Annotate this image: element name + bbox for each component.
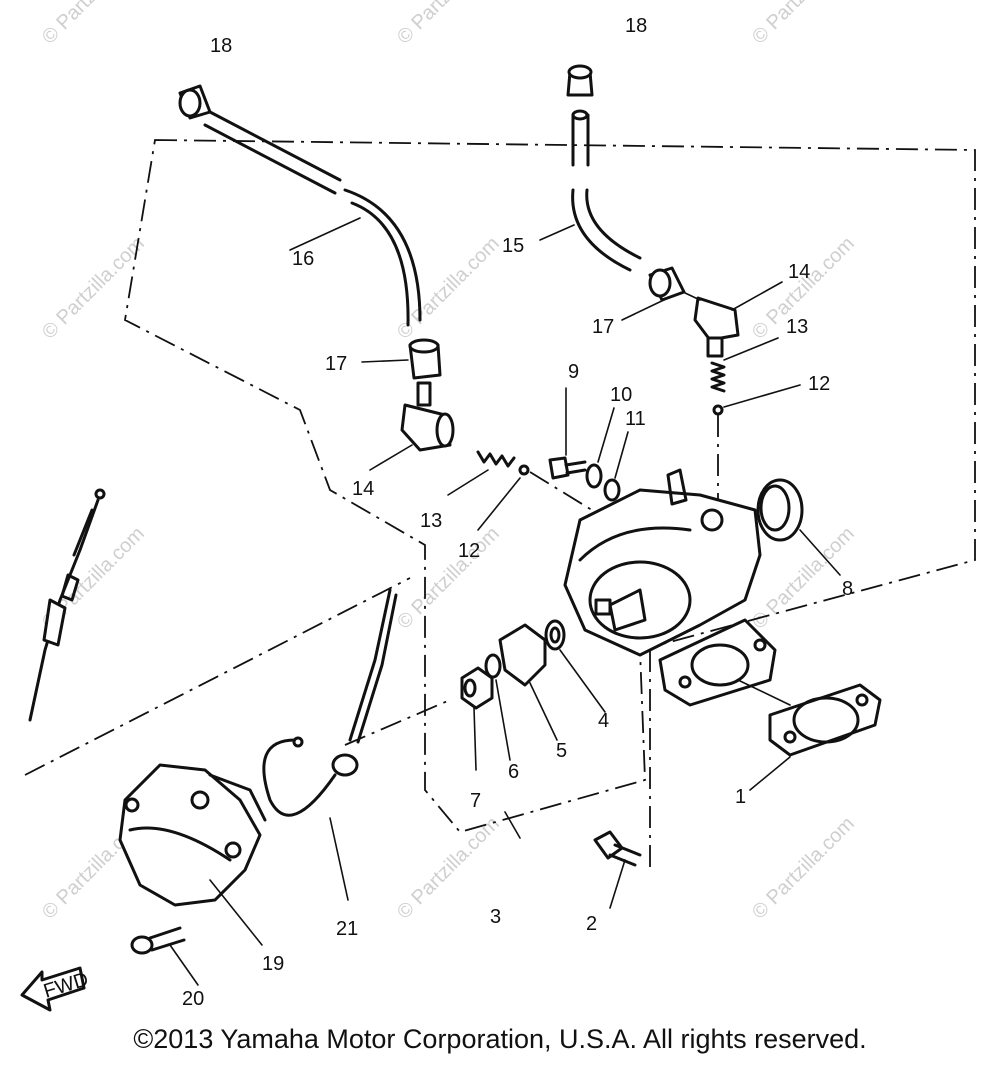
copyright-notice: ©2013 Yamaha Motor Corporation, U.S.A. A… (133, 1024, 867, 1054)
callout-19: 19 (262, 953, 284, 975)
watermark: © Partzilla.com (748, 813, 859, 924)
part-2-bolt (593, 830, 642, 909)
callout-5: 5 (556, 740, 567, 762)
part-19-housing (118, 763, 267, 946)
assembly-outline (24, 139, 976, 834)
part-5-disc (498, 623, 558, 741)
fwd-label: FWD (41, 968, 91, 1002)
callout-2: 2 (586, 913, 597, 935)
callout-20: 20 (182, 988, 204, 1010)
callout-4: 4 (598, 710, 609, 732)
part-14-elbow-right (682, 281, 783, 358)
callout-14: 14 (352, 478, 374, 500)
callout-18: 18 (210, 35, 232, 57)
part-21-tach-cable (262, 588, 398, 901)
part-17-fitting-left (361, 338, 442, 380)
callout-13: 13 (786, 316, 808, 338)
callout-21: 21 (336, 918, 358, 940)
callout-18: 18 (625, 15, 647, 37)
callout-17: 17 (592, 316, 614, 338)
part-18-clamp-left (178, 84, 212, 120)
part-15-hose (539, 109, 642, 272)
callout-8: 8 (842, 578, 853, 600)
part-17-fitting-right (621, 266, 686, 321)
watermark: © Partzilla.com (393, 813, 504, 924)
part-4-washer (544, 619, 606, 713)
part-8-seal (756, 478, 841, 576)
part-3-pump-body (504, 468, 777, 870)
callout-7: 7 (470, 790, 481, 812)
callout-3: 3 (490, 906, 501, 928)
watermark: © Partzilla.com (748, 0, 859, 49)
part-13-spring-right (710, 337, 779, 393)
callout-1: 1 (735, 786, 746, 808)
callout-10: 10 (610, 384, 632, 406)
part-1-gasket (737, 679, 882, 791)
callout-12: 12 (458, 540, 480, 562)
watermark: © Partzilla.com (38, 0, 149, 49)
callout-11: 11 (625, 408, 646, 430)
callout-17: 17 (325, 353, 347, 375)
part-16-hose (203, 110, 422, 327)
watermark: © Partzilla.com (393, 0, 504, 49)
fwd-arrow: FWD (20, 966, 91, 1012)
part-13-spring-left (447, 450, 516, 496)
part-14-elbow-left (369, 381, 455, 471)
part-6-washer (484, 653, 511, 761)
part-12-ball-left (477, 464, 601, 531)
callout-labels: 18 18 16 15 14 17 13 17 9 12 10 11 14 13… (182, 15, 853, 1010)
callout-16: 16 (292, 248, 314, 270)
part-9-bolt (548, 387, 587, 480)
part-7-nut (460, 666, 494, 771)
callout-14: 14 (788, 261, 810, 283)
part-10-washer (585, 407, 615, 489)
callout-13: 13 (420, 510, 442, 532)
control-cable-left (28, 488, 106, 722)
part-20-bolt (130, 926, 199, 986)
callout-15: 15 (502, 235, 524, 257)
part-11-washer (603, 431, 629, 502)
part-18-clamp-right (566, 64, 594, 97)
watermark: © Partzilla.com (38, 233, 149, 344)
callout-6: 6 (508, 761, 519, 783)
callout-12: 12 (808, 373, 830, 395)
callout-9: 9 (568, 361, 579, 383)
